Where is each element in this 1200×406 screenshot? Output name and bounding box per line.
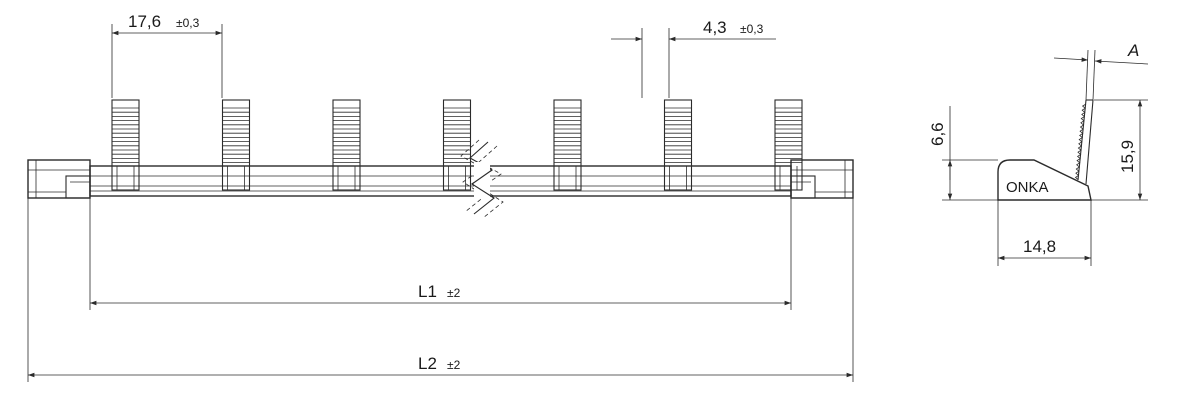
pin xyxy=(663,99,693,191)
detail-a-dimension: A xyxy=(1053,41,1149,101)
pin xyxy=(332,99,361,191)
pin-width-tolerance: ±0,3 xyxy=(740,22,764,36)
total-height-value: 15,9 xyxy=(1118,140,1137,173)
brand-label: ONKA xyxy=(1006,179,1049,196)
right-end-cap xyxy=(790,159,854,199)
break-mark xyxy=(460,139,504,219)
base-height-dimension: 6,6 xyxy=(928,106,953,200)
total-height-dimension: 15,9 xyxy=(1118,100,1143,200)
side-pin xyxy=(1074,99,1094,185)
pitch-tolerance: ±0,3 xyxy=(176,16,200,30)
pitch-dimension: 17,6 ±0,3 xyxy=(111,12,223,98)
pin-width-value: 4,3 xyxy=(703,18,727,37)
pitch-value: 17,6 xyxy=(128,12,161,31)
pin xyxy=(111,99,140,191)
l2-tolerance: ±2 xyxy=(447,358,461,372)
l2-dimension: L2 ±2 xyxy=(27,198,854,382)
pin xyxy=(774,99,803,191)
l1-tolerance: ±2 xyxy=(447,286,461,300)
l1-dimension: L1 ±2 xyxy=(89,198,792,310)
side-width-dimension: 14,8 xyxy=(997,200,1092,266)
pins xyxy=(111,99,803,191)
pin-width-dimension: 4,3 ±0,3 xyxy=(611,18,776,98)
side-profile xyxy=(997,159,1092,201)
front-view: 17,6 ±0,3 4,3 ±0,3 L1 ±2 L2 ±2 xyxy=(27,12,854,382)
side-width-value: 14,8 xyxy=(1023,237,1056,256)
base-height-value: 6,6 xyxy=(928,122,947,146)
l1-label: L1 xyxy=(418,282,437,301)
pin xyxy=(221,99,251,191)
busbar-body xyxy=(89,165,792,197)
l2-label: L2 xyxy=(418,354,437,373)
pin xyxy=(442,99,472,191)
side-view: ONKA 6,6 15,9 14,8 A xyxy=(928,41,1149,266)
pin xyxy=(553,99,582,191)
detail-a-label: A xyxy=(1127,41,1139,60)
left-end-cap xyxy=(27,159,91,199)
